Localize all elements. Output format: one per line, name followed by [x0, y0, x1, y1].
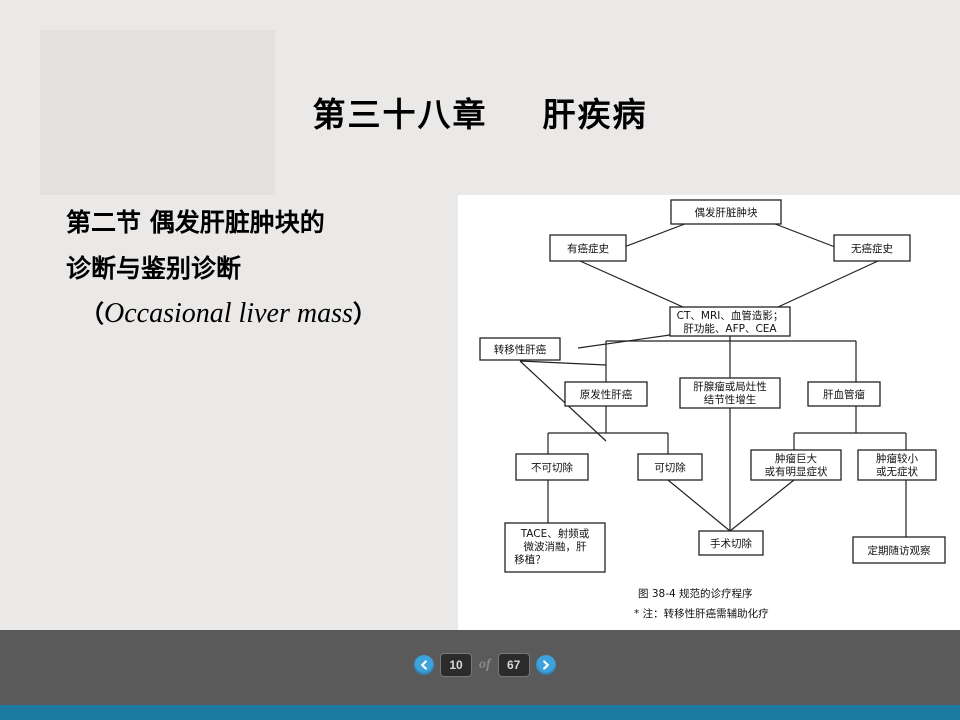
english-subtitle-close-paren: ） — [352, 300, 377, 328]
svg-text:TACE、射频或: TACE、射频或 — [520, 527, 590, 540]
flow-node-hemangioma: 肝血管瘤 — [807, 381, 881, 407]
svg-text:微波消融，肝: 微波消融，肝 — [524, 540, 587, 553]
svg-text:不可切除: 不可切除 — [531, 461, 573, 474]
slide-canvas: 第三十八章 肝疾病 第二节 偶发肝脏肿块的 诊断与鉴别诊断 （Occasiona… — [40, 30, 960, 630]
english-subtitle-text: Occasional liver mass — [104, 298, 353, 329]
svg-text:移植？: 移植？ — [514, 553, 546, 566]
previous-page-button[interactable] — [414, 654, 434, 675]
svg-text:转移性肝癌: 转移性肝癌 — [494, 343, 547, 356]
bottom-accent-strip — [0, 705, 960, 720]
page-of-label: of — [479, 656, 491, 672]
figure-note: * 注：转移性肝癌需辅助化疗 — [634, 607, 769, 620]
flow-node-follow-up: 定期随访观察 — [852, 536, 946, 564]
svg-text:结节性增生: 结节性增生 — [704, 393, 757, 406]
chevron-left-icon — [421, 659, 427, 670]
svg-text:肝功能、AFP、CEA: 肝功能、AFP、CEA — [683, 322, 777, 335]
flow-node-liver-mass: 偶发肝脏肿块 — [670, 199, 782, 225]
svg-text:或有明显症状: 或有明显症状 — [765, 465, 828, 478]
section-heading-line-2: 诊断与鉴别诊断 — [66, 254, 242, 283]
svg-text:肝血管瘤: 肝血管瘤 — [823, 388, 865, 401]
section-heading: 第二节 偶发肝脏肿块的 诊断与鉴别诊断 （Occasional liver ma… — [66, 200, 466, 336]
flow-node-primary-cancer: 原发性肝癌 — [564, 381, 648, 407]
svg-text:可切除: 可切除 — [654, 461, 686, 474]
svg-text:肝腺瘤或局灶性: 肝腺瘤或局灶性 — [693, 380, 767, 393]
flowchart-figure: 偶发肝脏肿块 有癌症史 无癌症史 CT、MRI、血管造影； 肝功能、AFP、CE… — [458, 195, 960, 630]
current-page-field[interactable]: 10 — [440, 652, 472, 677]
flow-node-metastatic-cancer: 转移性肝癌 — [479, 337, 561, 361]
svg-text:原发性肝癌: 原发性肝癌 — [580, 388, 633, 401]
svg-text:肿瘤巨大: 肿瘤巨大 — [775, 452, 817, 465]
next-page-button[interactable] — [535, 654, 556, 675]
flowchart-diagram: 偶发肝脏肿块 有癌症史 无癌症史 CT、MRI、血管造影； 肝功能、AFP、CE… — [479, 199, 946, 620]
svg-text:或无症状: 或无症状 — [876, 465, 918, 478]
slide-title: 第三十八章 肝疾病 — [312, 95, 648, 134]
section-heading-line-1: 第二节 偶发肝脏肿块的 — [66, 208, 325, 237]
flow-node-large-tumor: 肿瘤巨大 或有明显症状 — [750, 449, 842, 481]
flow-node-resectable: 可切除 — [637, 453, 703, 481]
english-subtitle-open-paren: （ — [80, 300, 104, 328]
svg-text:手术切除: 手术切除 — [710, 537, 752, 550]
svg-text:肿瘤较小: 肿瘤较小 — [876, 452, 918, 465]
english-subtitle: （Occasional liver mass） — [80, 292, 466, 336]
svg-text:有癌症史: 有癌症史 — [567, 242, 609, 255]
svg-text:偶发肝脏肿块: 偶发肝脏肿块 — [695, 206, 758, 219]
figure-caption: 图 38-4 规范的诊疗程序 — [638, 587, 753, 600]
flow-node-imaging-tests: CT、MRI、血管造影； 肝功能、AFP、CEA — [669, 306, 791, 337]
presentation-nav-bar — [0, 630, 960, 705]
flow-node-surgery: 手术切除 — [698, 530, 764, 556]
flow-node-small-tumor: 肿瘤较小 或无症状 — [857, 449, 937, 481]
flow-node-adenoma: 肝腺瘤或局灶性 结节性增生 — [679, 377, 781, 409]
total-pages-field: 67 — [497, 652, 530, 677]
flow-node-no-cancer-history: 无癌症史 — [833, 234, 911, 262]
chevron-right-icon — [542, 659, 549, 670]
svg-text:无癌症史: 无癌症史 — [851, 242, 893, 255]
decorative-panel — [40, 30, 275, 195]
page-navigator: 10 of 67 — [414, 652, 556, 677]
flow-node-cancer-history: 有癌症史 — [549, 234, 627, 262]
svg-text:CT、MRI、血管造影；: CT、MRI、血管造影； — [677, 309, 784, 322]
flowchart-edges — [519, 221, 907, 537]
svg-text:定期随访观察: 定期随访观察 — [868, 544, 931, 557]
flow-node-unresectable: 不可切除 — [515, 453, 589, 481]
flow-node-tace: TACE、射频或 微波消融，肝 移植？ — [504, 522, 606, 573]
